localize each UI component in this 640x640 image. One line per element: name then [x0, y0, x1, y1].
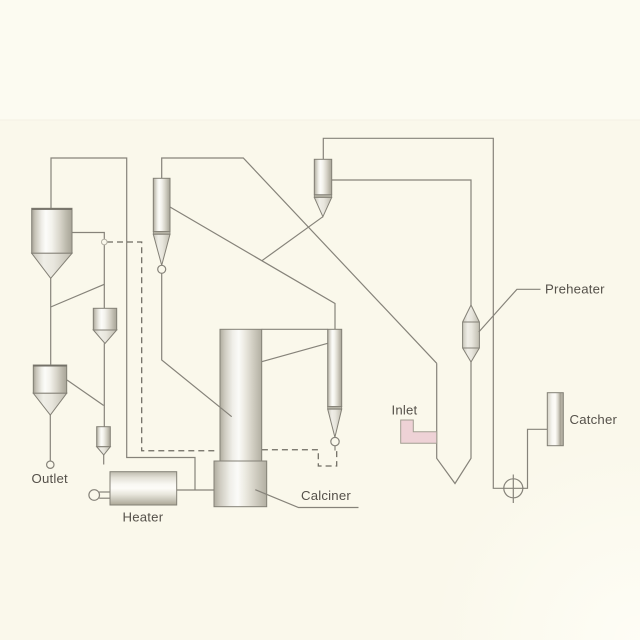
inlet-label: Inlet: [392, 403, 418, 418]
outlet-label: Outlet: [32, 471, 69, 486]
cyclone4-cone: [313, 196, 333, 218]
background-seam: [0, 119, 640, 121]
outlet-valve: [45, 460, 55, 470]
heater-label: Heater: [123, 510, 164, 525]
hopper2-body: [96, 426, 111, 448]
pipe-riser-duct-A: [169, 206, 336, 330]
pipe-cyclone4-top-to-fan: [322, 137, 504, 489]
cyclone2-cone: [32, 392, 68, 416]
overlay-group: [45, 264, 541, 509]
cyclone4-body: [313, 158, 333, 196]
cyclone5-body: [327, 328, 343, 407]
preheater-leader-line: [478, 288, 541, 333]
pipe-chute-lower: [66, 379, 105, 406]
dashed-bypass-left: [107, 241, 218, 452]
cyclone1-cone: [30, 252, 74, 280]
cyclone5-cone: [327, 408, 343, 438]
heater-vessel: [109, 471, 178, 506]
hopper1-body: [92, 307, 118, 331]
calciner-base: [213, 460, 268, 508]
dashed-bypass-right: [261, 449, 338, 467]
cyclone1-body: [31, 207, 73, 254]
catcher-label: Catcher: [570, 412, 618, 427]
calciner-column: [219, 328, 263, 462]
pipe-fan-to-catcher: [522, 428, 548, 489]
pipe-cyclone1-top-to-heater-line: [50, 157, 196, 490]
cyclone2-body: [32, 364, 68, 394]
cyclone3-body: [152, 177, 171, 233]
dashed-group: [107, 241, 338, 467]
cyclone5-outlet-valve: [330, 436, 340, 447]
heater-motor: [88, 489, 101, 501]
funnel-kiln-inlet: [436, 362, 472, 485]
pipe-calciner-cyclone5-diagonal: [261, 342, 328, 363]
inlet-chute: [400, 419, 438, 444]
damper-circle: [101, 238, 108, 246]
catcher-vessel: [546, 392, 564, 447]
pipe-cyclone3-top-diagonal: [161, 157, 438, 364]
background-corner-light: [420, 430, 640, 640]
pipe-cyclone4-side-to-preheater: [331, 179, 472, 305]
hopper1-cone: [92, 329, 118, 345]
pipe-chute-upper: [50, 283, 105, 308]
labels-group: Outlet Heater Calciner Inlet Preheater C…: [32, 282, 618, 525]
pipe-cyclone3-outlet-to-calciner: [161, 273, 233, 418]
cyclone3-cone: [152, 233, 171, 268]
background-top-band: [0, 0, 640, 120]
vessels-group: [30, 158, 564, 508]
calciner-leader-line: [255, 489, 359, 509]
hopper2-cone: [95, 446, 112, 456]
pipe-cyclone4-tip-join: [261, 216, 324, 262]
preheater-label: Preheater: [545, 282, 605, 297]
cyclone3-outlet-valve: [157, 264, 167, 274]
pipes-group: [49, 137, 548, 491]
calciner-label: Calciner: [301, 488, 351, 503]
pipe-cyclone1-side: [72, 231, 105, 309]
